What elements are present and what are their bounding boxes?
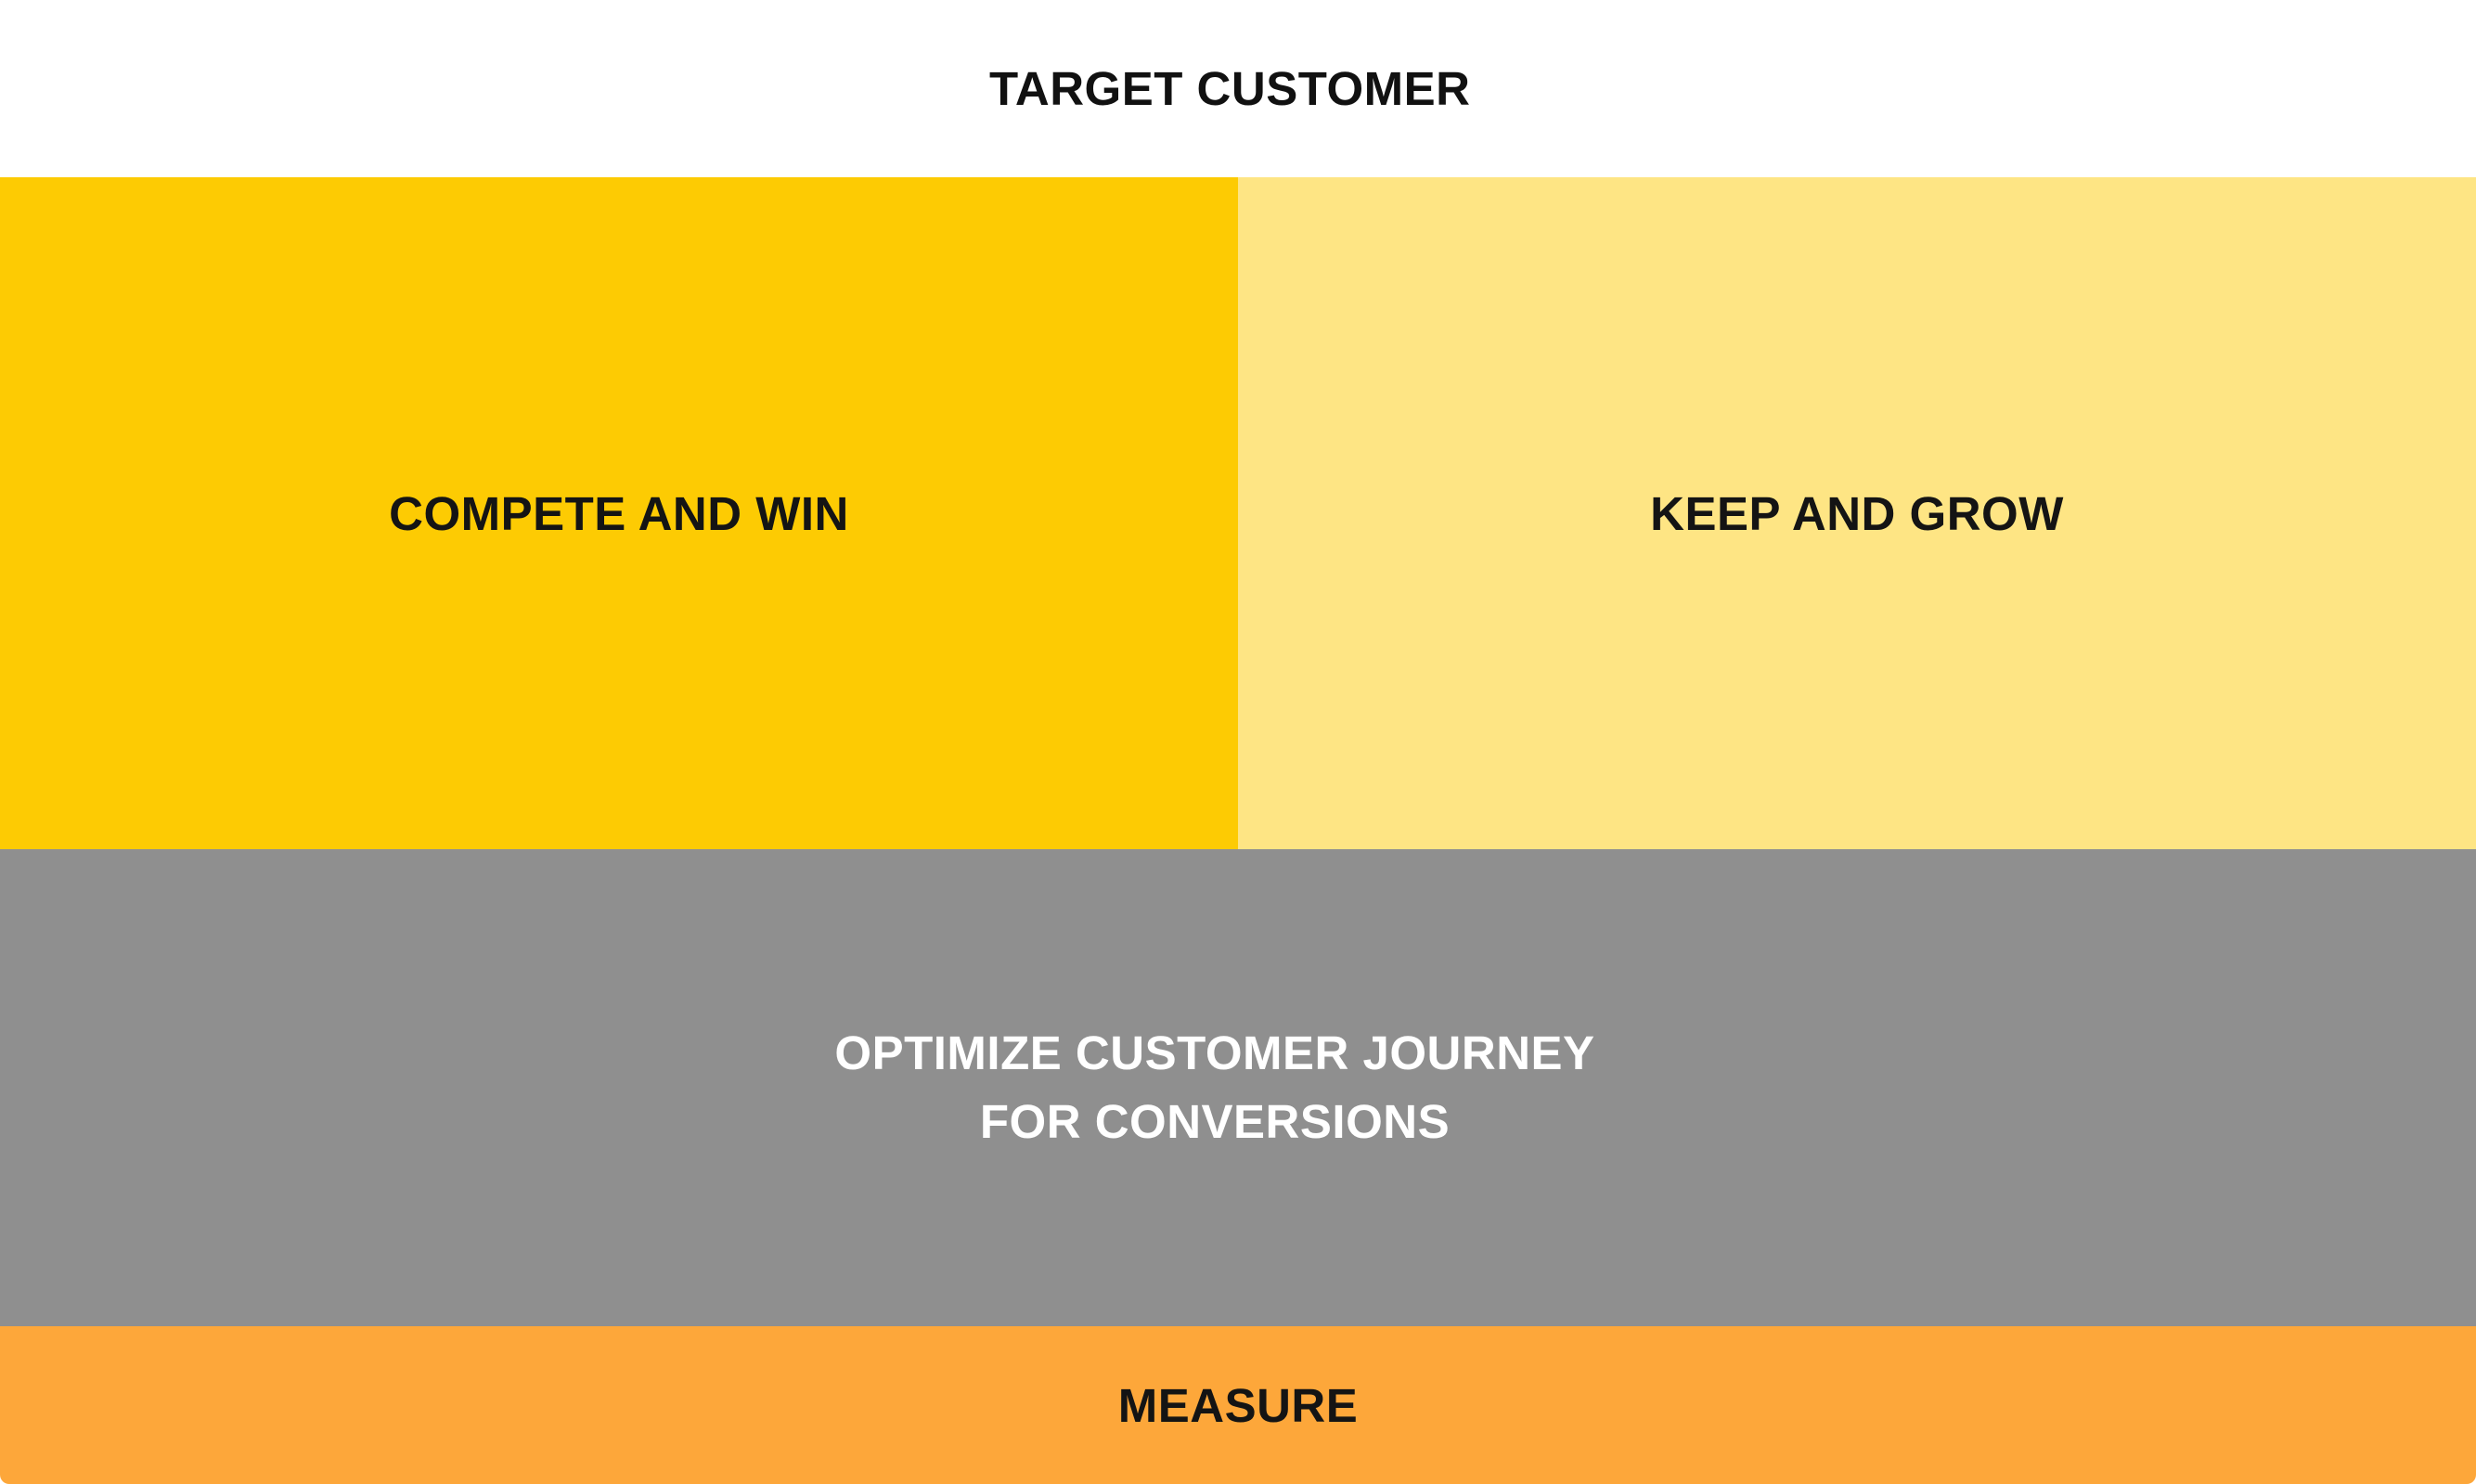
optimize-journey-line2: FOR CONVERSIONS bbox=[979, 1095, 1451, 1148]
measure-label: MEASURE bbox=[1117, 1378, 1359, 1432]
optimize-journey-block: OPTIMIZE CUSTOMER JOURNEY FOR CONVERSION… bbox=[0, 849, 2476, 1326]
target-customer-title: TARGET CUSTOMER bbox=[989, 62, 1471, 115]
target-customer-header: TARGET CUSTOMER bbox=[0, 0, 2476, 177]
compete-and-win-label: COMPETE AND WIN bbox=[389, 486, 849, 540]
keep-and-grow-label: KEEP AND GROW bbox=[1650, 486, 2064, 540]
measure-block: MEASURE bbox=[0, 1326, 2476, 1484]
compete-and-win-block: COMPETE AND WIN bbox=[0, 177, 1238, 849]
optimize-journey-line1: OPTIMIZE CUSTOMER JOURNEY bbox=[834, 1026, 1595, 1079]
keep-and-grow-block: KEEP AND GROW bbox=[1238, 177, 2476, 849]
